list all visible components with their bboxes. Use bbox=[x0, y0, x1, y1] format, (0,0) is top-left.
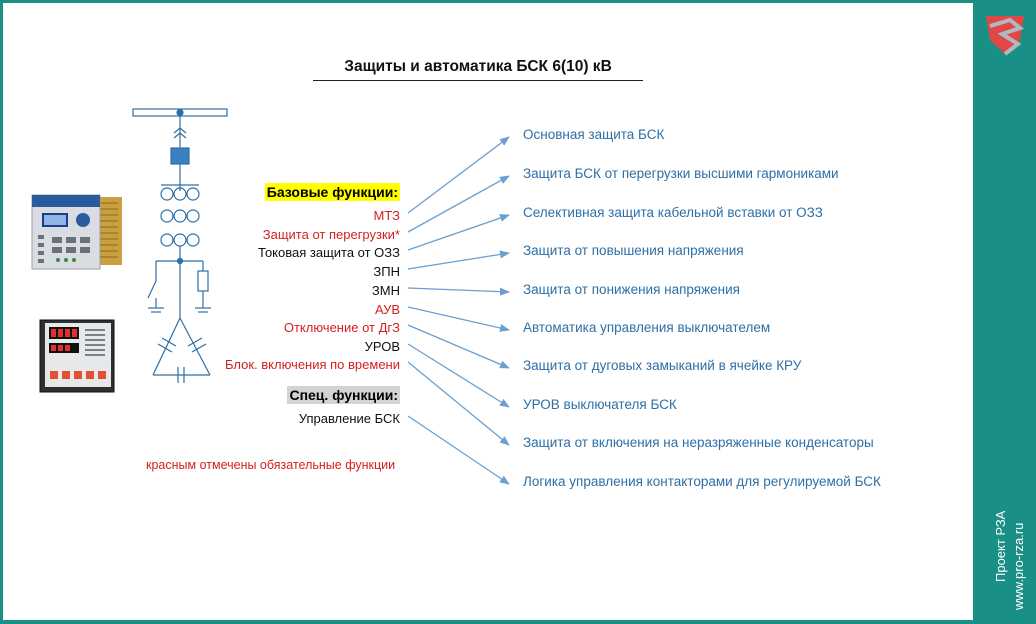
target-function-item: Основная защита БСК bbox=[523, 127, 665, 142]
base-function-item: ЗМН bbox=[371, 283, 400, 298]
target-function-item: Селективная защита кабельной вставки от … bbox=[523, 205, 823, 220]
target-function-item: Логика управления контакторами для регул… bbox=[523, 474, 881, 489]
target-function-item: Защита от включения на неразряженные кон… bbox=[523, 435, 874, 450]
base-function-item: УРОВ bbox=[364, 339, 400, 354]
breaker-symbol bbox=[170, 147, 190, 165]
connection-arrow bbox=[407, 415, 510, 485]
base-function-item: ЗПН bbox=[373, 264, 400, 279]
sidebar-project-label: Проект РЗА bbox=[993, 510, 1008, 582]
base-function-item: Защита от перегрузки* bbox=[262, 227, 400, 242]
connection-arrow bbox=[407, 324, 510, 369]
base-function-item: Блок. включения по времени bbox=[225, 357, 400, 372]
target-function-item: Защита от дуговых замыканий в ячейке КРУ bbox=[523, 358, 802, 373]
brand-sidebar: Проект РЗА www.pro-rza.ru bbox=[976, 0, 1036, 624]
pro-rza-logo-icon bbox=[986, 16, 1025, 56]
connection-arrow bbox=[407, 343, 510, 408]
base-function-item: Токовая защита от ОЗЗ bbox=[258, 245, 400, 260]
base-function-item: Отключение от ДгЗ bbox=[283, 320, 400, 335]
sidebar-site-link[interactable]: www.pro-rza.ru bbox=[1011, 522, 1026, 610]
page-title: Защиты и автоматика БСК 6(10) кВ bbox=[313, 58, 643, 81]
connection-arrow bbox=[407, 214, 510, 251]
target-function-item: Защита от понижения напряжения bbox=[523, 282, 740, 297]
protection-relay-image bbox=[31, 194, 122, 270]
connection-arrow bbox=[407, 136, 510, 214]
connection-arrow bbox=[407, 306, 510, 332]
base-function-item: МТЗ bbox=[373, 208, 400, 223]
special-function-item: Управление БСК bbox=[298, 411, 400, 426]
target-function-item: Защита БСК от перегрузки высшими гармони… bbox=[523, 166, 839, 181]
target-function-item: Защита от повышения напряжения bbox=[523, 243, 744, 258]
connection-arrow bbox=[407, 287, 510, 296]
mandatory-note: красным отмечены обязательные функции bbox=[146, 458, 396, 472]
base-function-item: АУВ bbox=[374, 302, 400, 317]
target-function-item: Автоматика управления выключателем bbox=[523, 320, 771, 335]
base-functions-header: Базовые функции: bbox=[264, 183, 400, 201]
connection-arrow bbox=[407, 175, 510, 233]
schematic-diagram bbox=[132, 108, 228, 383]
target-function-item: УРОВ выключателя БСК bbox=[523, 397, 677, 412]
special-functions-header: Спец. функции: bbox=[287, 386, 400, 404]
resistor-symbol bbox=[197, 270, 209, 292]
connection-arrow bbox=[407, 361, 510, 446]
capacitor-bank-delta bbox=[152, 317, 181, 376]
connection-arrow bbox=[407, 250, 510, 270]
earthing-switch bbox=[147, 280, 157, 299]
capacitor-controller-image bbox=[39, 319, 115, 393]
bus-node bbox=[176, 108, 184, 117]
slide-canvas: Защиты и автоматика БСК 6(10) кВ bbox=[3, 3, 973, 620]
